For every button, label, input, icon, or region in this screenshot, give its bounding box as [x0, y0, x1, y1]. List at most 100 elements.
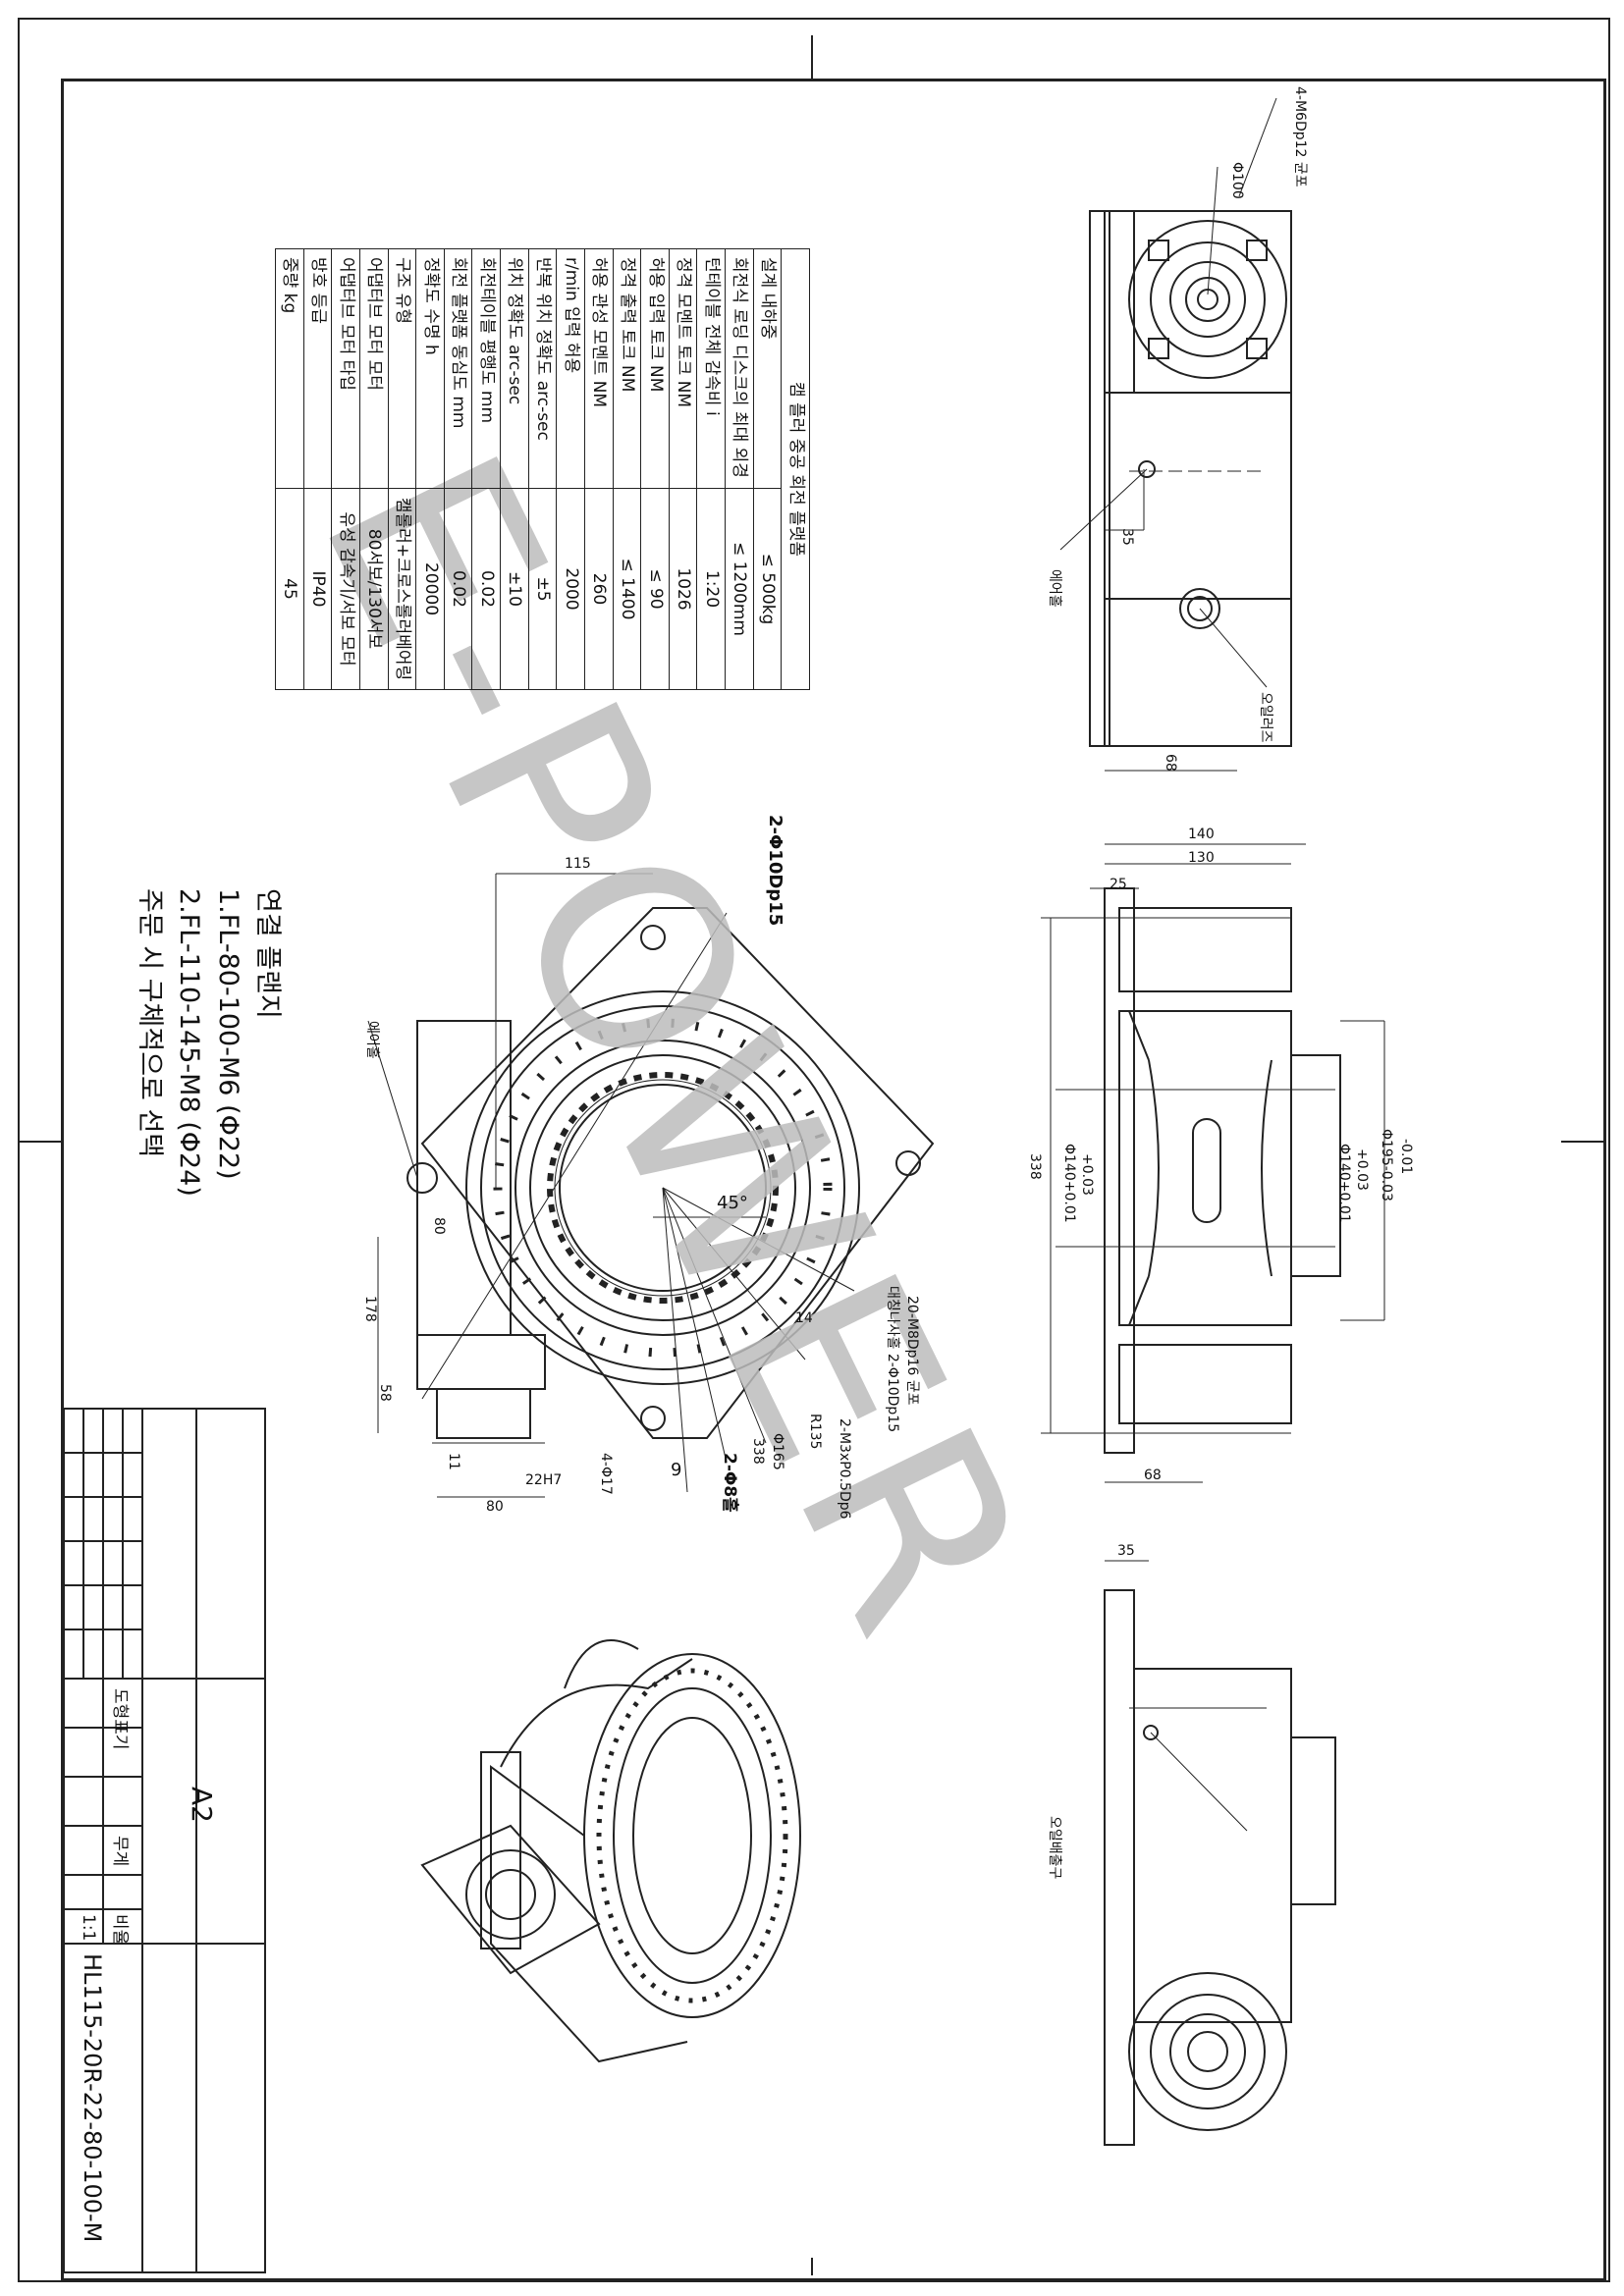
title-block-scale-label: 비율 [110, 1914, 130, 1946]
spec-row-label: 위치 정확도 arc-sec [500, 248, 529, 489]
spec-row-label: 회전 플랫폼 동심도 mm [444, 248, 472, 489]
top-view [1059, 97, 1292, 772]
spec-row-label: 정격 출력 토크 NM [613, 248, 641, 489]
dim-front-178: 178 [362, 1296, 378, 1322]
spec-row-value: 20000 [415, 488, 445, 690]
spec-row-value: ±5 [528, 488, 557, 690]
spec-table-row: 회전식 로딩 디스크의 최대 외경≤ 1200mm [725, 248, 754, 690]
dim-top-35: 35 [1119, 528, 1135, 546]
dim-bottom-oil-drain: 오일배출구 [1047, 1816, 1062, 1880]
bottom-view [1104, 1560, 1336, 2146]
side-view [1041, 843, 1385, 1483]
dim-top-oil: 오일러즈 [1258, 692, 1273, 743]
dim-side-dia195: Φ195-0.03 [1379, 1129, 1394, 1201]
spec-row-value: ≤ 90 [640, 488, 670, 690]
dim-front-80-h: 80 [486, 1499, 504, 1515]
dim-front-sym-holes: 대칭나사홀 2-Φ10Dp15 [885, 1286, 900, 1433]
spec-row-value: 80서보/130서보 [359, 488, 389, 690]
dim-front-2-dia10: 2-Φ10Dp15 [765, 815, 785, 927]
spec-row-value: ±10 [500, 488, 529, 690]
spec-row-label: 정격 모멘트 토크 NM [669, 248, 697, 489]
frame-center-marks [18, 35, 1606, 2275]
spec-row-label: 설계 내하중 [753, 248, 782, 489]
spec-table-row: 반복 위치 정확도 arc-sec±5 [528, 248, 557, 690]
dim-bottom-35: 35 [1117, 1543, 1135, 1559]
dim-top-68: 68 [1163, 754, 1178, 772]
dim-front-115: 115 [565, 856, 591, 872]
spec-row-label: 어댑터브 모터 타입 [331, 248, 360, 489]
spec-row-label: 어댑터브 모터 모터 [359, 248, 389, 489]
title-block-part-number: HL115-20R-22-80-100-M [79, 1953, 106, 2243]
title-block-weight-label: 무게 [110, 1836, 130, 1867]
spec-row-label: 회전식 로딩 디스크의 최대 외경 [725, 248, 754, 489]
front-view [367, 873, 935, 1498]
spec-row-label: 구조 유형 [388, 248, 416, 489]
spec-table-row: 허용 입력 토크 NM≤ 90 [640, 248, 670, 690]
spec-row-label: 중량 kg [275, 248, 304, 489]
dim-side-130: 130 [1188, 850, 1215, 866]
dim-top-dia100: Φ100 [1229, 162, 1245, 199]
isometric-view [420, 1639, 801, 2063]
dim-front-4-dia17: 4-Φ17 [598, 1453, 614, 1495]
spec-row-value: 0.02 [472, 488, 501, 690]
spec-row-label: 회전테이블 평행도 mm [472, 248, 501, 489]
dim-side-tol-1: -0.01 [1398, 1139, 1414, 1175]
spec-row-value: 45 [275, 488, 304, 690]
spec-row-value: 0.02 [444, 488, 472, 690]
dim-front-9: 9 [671, 1460, 682, 1480]
spec-table-row: 설계 내하중≤ 500kg [753, 248, 782, 690]
spec-row-value: IP40 [303, 488, 332, 690]
spec-row-value: 260 [584, 488, 614, 690]
flange-note-3: 주문 시 구체적으로 선택 [135, 888, 165, 1158]
dim-front-58: 58 [377, 1384, 393, 1402]
dim-front-20-m8: 20-M8Dp16 균포 [904, 1296, 920, 1406]
dim-front-45deg: 45° [717, 1193, 748, 1213]
spec-row-value: 2000 [556, 488, 585, 690]
spec-row-label: 허용 관성 모멘트 NM [584, 248, 614, 489]
spec-row-value: ≤ 500kg [753, 488, 782, 690]
flange-note-2: 2.FL-110-145-M8 (Φ24) [174, 888, 204, 1197]
spec-row-label: r/min 입력 허용 [556, 248, 585, 489]
spec-table-title: 캠 플러 중공 회전 플랫폼 [781, 248, 810, 690]
spec-row-label: 반복 위치 정확도 arc-sec [528, 248, 557, 489]
sheet-outer-frame [18, 18, 1610, 2282]
dim-side-140: 140 [1188, 827, 1215, 842]
dim-side-dia140-left: Φ140+0.01 [1061, 1144, 1077, 1223]
spec-row-label: 턴테이블 전체 감속비 i [697, 248, 726, 489]
spec-row-value: 1:20 [697, 488, 726, 690]
spec-row-value: 캠롤러+크로스롤러베어링 [388, 488, 416, 690]
flange-notes-title: 연결 플랜지 [252, 888, 283, 1019]
dim-front-air-hole: 에어홀 [364, 1021, 380, 1059]
dim-side-dia140-right: Φ140+0.01 [1336, 1144, 1352, 1223]
dim-front-22h7: 22H7 [525, 1472, 563, 1488]
spec-row-label: 방호 등급 [303, 248, 332, 489]
spec-table-title-row: 캠 플러 중공 회전 플랫폼 [781, 248, 810, 690]
dim-side-338: 338 [1027, 1153, 1043, 1180]
flange-notes: 연결 플랜지 1.FL-80-100-M6 (Φ22) 2.FL-110-145… [130, 888, 287, 1281]
dim-top-air-hole: 에어홀 [1047, 569, 1062, 608]
flange-note-1: 1.FL-80-100-M6 (Φ22) [213, 888, 244, 1180]
dim-front-2-dia8-holes: 2-Φ8홀 [720, 1453, 739, 1513]
spec-row-value: 1026 [669, 488, 697, 690]
title-block-scale-value: 1:1 [79, 1914, 98, 1942]
spec-row-label: 허용 입력 토크 NM [640, 248, 670, 489]
spec-row-value: ≤ 1200mm [725, 488, 754, 690]
dim-side-68: 68 [1144, 1468, 1162, 1483]
dim-side-tol-2: +0.03 [1354, 1148, 1370, 1191]
dim-top-m6-holes: 4-M6Dp12 균포 [1292, 86, 1308, 187]
title-block-drawing-label: 도형표기 [110, 1688, 130, 1750]
dim-front-r135: R135 [807, 1414, 823, 1450]
